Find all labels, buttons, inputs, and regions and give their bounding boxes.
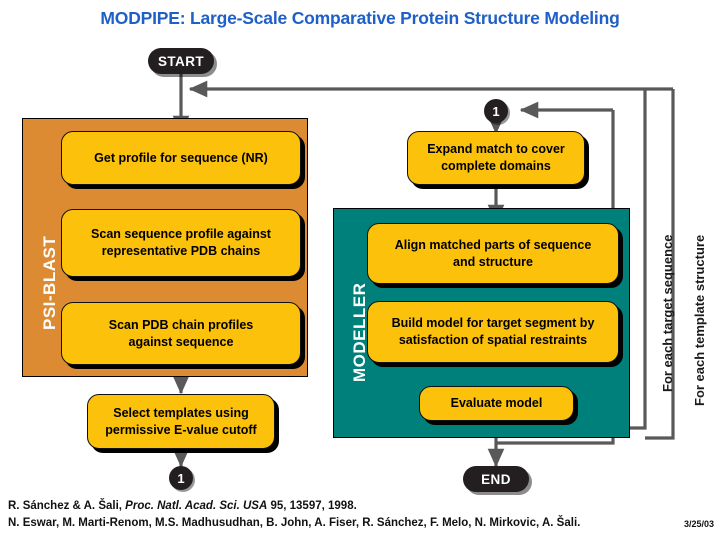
process-line: Select templates using [113,405,249,420]
process-line: against sequence [128,334,234,349]
page-title: MODPIPE: Large-Scale Comparative Protein… [100,8,620,28]
loop-label-template-structure: For each template structure [692,234,707,406]
terminator-start[interactable]: START [148,48,214,74]
slide-date: 3/25/03 [683,519,714,529]
connector-circle-bottom[interactable]: 1 [169,466,193,490]
process-line: Align matched parts of sequence [394,237,592,252]
process-box-evaluate-model[interactable]: Evaluate model [419,386,574,421]
process-box-align-matched[interactable]: Align matched parts of sequence and stru… [367,223,619,284]
process-box-select-templates[interactable]: Select templates using permissive E-valu… [87,394,275,449]
terminator-end[interactable]: END [463,466,529,492]
citation-journal: Proc. Natl. Acad. Sci. USA [125,500,268,512]
citation-line-2: N. Eswar, M. Marti-Renom, M.S. Madhusudh… [8,516,581,529]
process-line: permissive E-value cutoff [105,422,257,437]
process-line: complete domains [441,159,551,173]
process-box-get-profile[interactable]: Get profile for sequence (NR) [61,131,301,185]
process-line: Evaluate model [450,396,543,411]
group-label-psiblast: PSI-BLAST [40,235,59,330]
process-line: Get profile for sequence (NR) [94,150,268,165]
process-line: Scan PDB chain profiles [108,317,254,332]
citation-authors-1: R. Sánchez & A. Šali, [8,500,126,512]
citation-ref-1: 95, 13597, 1998. [267,500,357,512]
connector-circle-top[interactable]: 1 [484,99,508,123]
process-box-expand-match[interactable]: Expand match to cover complete domains [407,131,585,185]
process-line: representative PDB chains [101,244,261,258]
process-line: Build model for target segment by [391,316,595,331]
process-line: Expand match to cover [427,142,565,157]
citation-line-1: R. Sánchez & A. Šali, Proc. Natl. Acad. … [8,498,720,515]
process-box-scan-profile[interactable]: Scan sequence profile against representa… [61,209,301,277]
process-line: and structure [453,254,533,269]
loop-label-target-sequence: For each target sequence [660,234,675,393]
process-box-scan-pdb[interactable]: Scan PDB chain profiles against sequence [61,302,301,365]
process-box-build-model[interactable]: Build model for target segment by satisf… [367,301,619,363]
citation-footer: R. Sánchez & A. Šali, Proc. Natl. Acad. … [8,498,720,531]
process-line: satisfaction of spatial restraints [398,333,588,347]
process-line: Scan sequence profile against [91,227,271,242]
